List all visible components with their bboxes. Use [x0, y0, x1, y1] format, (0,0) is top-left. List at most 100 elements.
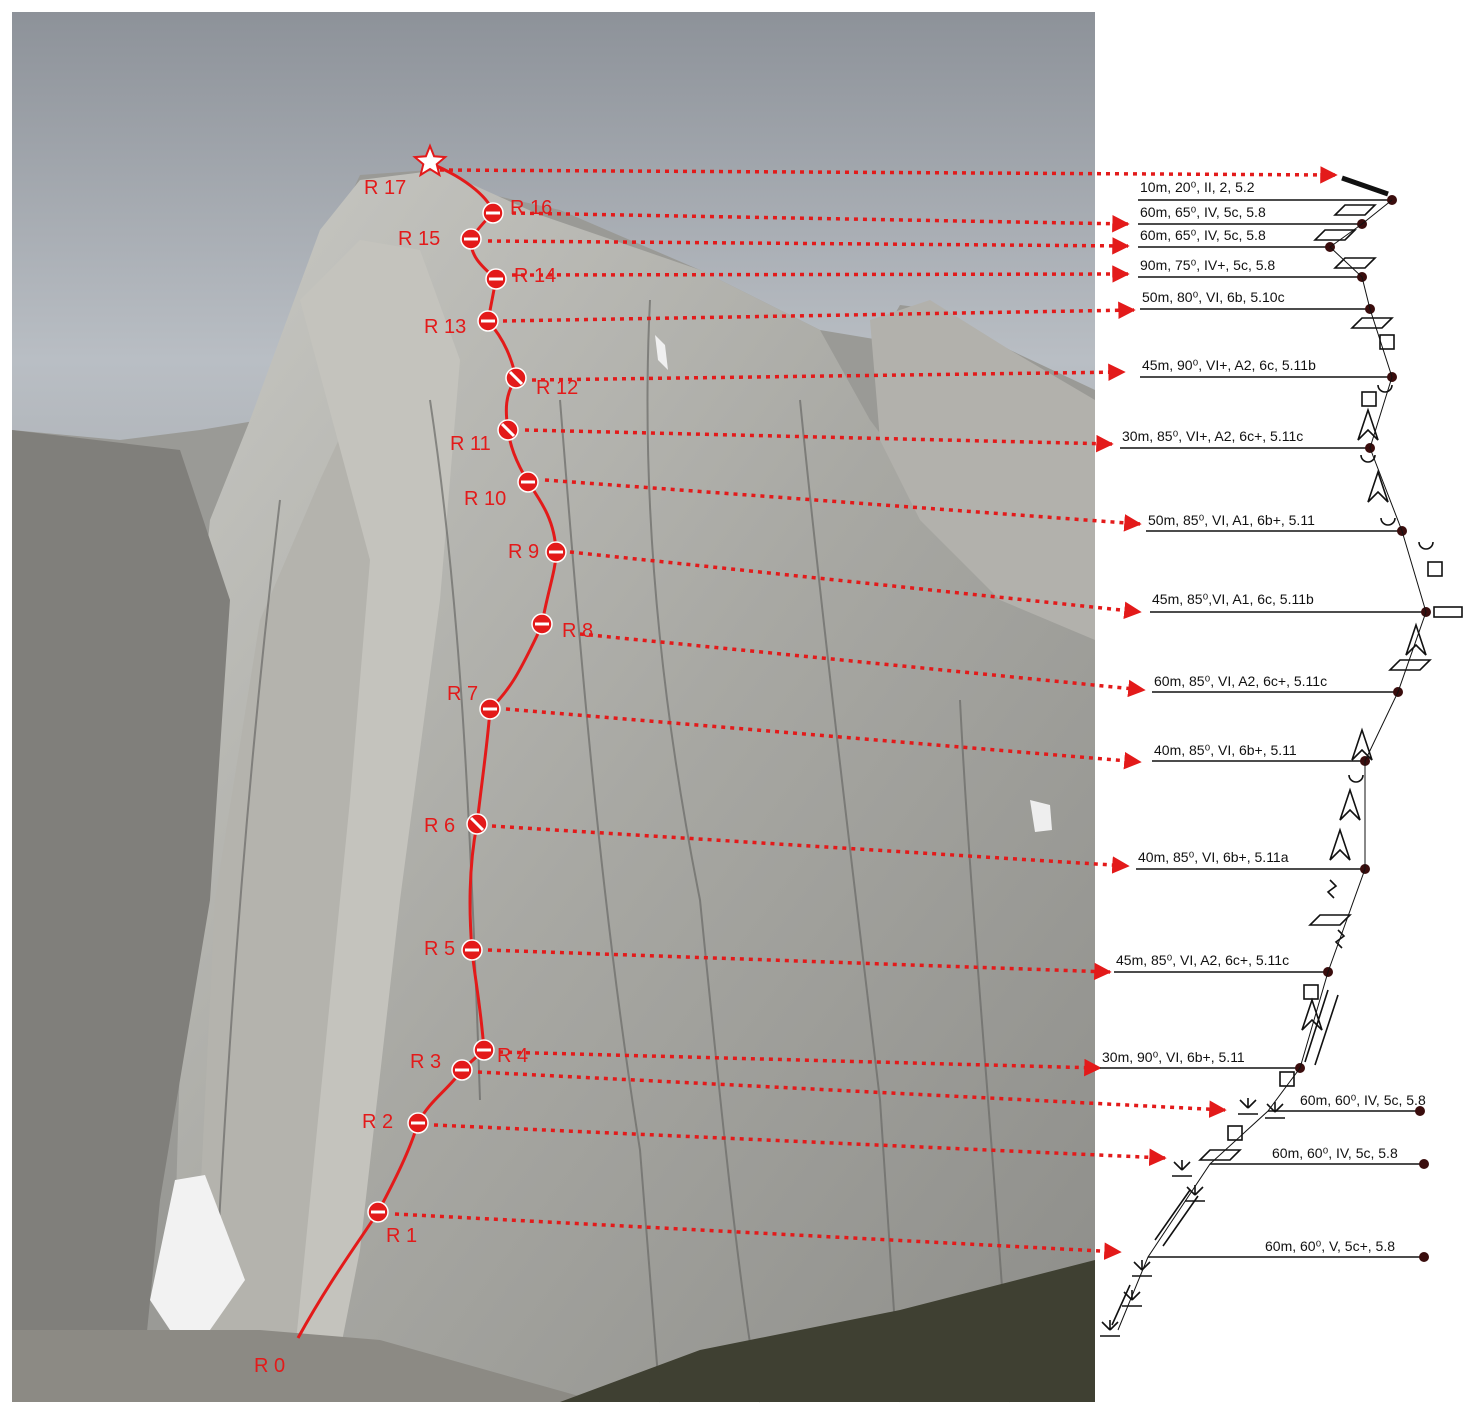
pitch-text: 10m, 20⁰, II, 2, 5.2 — [1140, 179, 1255, 195]
belay-label: R 8 — [562, 620, 593, 642]
piton-icon — [1418, 541, 1434, 550]
pitch-text: 40m, 85⁰, VI, 6b+, 5.11a — [1138, 849, 1289, 865]
bolt-icon — [1326, 879, 1346, 949]
crack-icon — [1329, 827, 1351, 861]
connector-arrow — [511, 211, 1130, 233]
belay-dot — [1415, 1106, 1425, 1116]
belay-label: R 17 — [364, 177, 406, 199]
pitch-row: 45m, 85⁰,VI, A1, 6c, 5.11b — [1150, 591, 1431, 617]
connector-arrow — [498, 1050, 1102, 1077]
slab-icon — [1350, 317, 1394, 329]
belay-label: R 2 — [362, 1111, 393, 1133]
pitch-text: 90m, 75⁰, IV+, 5c, 5.8 — [1140, 257, 1275, 273]
pitch-text: 45m, 85⁰,VI, A1, 6c, 5.11b — [1152, 591, 1314, 607]
connector-arrow — [524, 428, 1114, 453]
belay-label: R 11 — [450, 433, 491, 455]
slab-icon — [1341, 175, 1389, 197]
block-icon — [1379, 334, 1395, 350]
block-icon — [1361, 391, 1377, 407]
piton-icon — [1348, 774, 1364, 783]
belay-label: R 3 — [410, 1051, 441, 1073]
pitch-row: 60m, 60⁰, V, 5c+, 5.8 — [1148, 1238, 1429, 1262]
belay-markers — [367, 202, 567, 1223]
belay-marker — [460, 228, 482, 250]
grass-icon — [1122, 1290, 1142, 1307]
belay-dot — [1419, 1159, 1429, 1169]
pitch-row: 60m, 60⁰, IV, 5c, 5.8 — [1210, 1145, 1429, 1169]
pitch-text: 60m, 60⁰, V, 5c+, 5.8 — [1265, 1238, 1395, 1254]
connector-arrow — [505, 707, 1142, 770]
pitch-text: 45m, 85⁰, VI, A2, 6c+, 5.11c — [1116, 952, 1289, 968]
slab-icon — [1198, 1149, 1242, 1161]
grass-icon — [1172, 1160, 1192, 1177]
crack-icon — [1111, 1284, 1131, 1326]
pitch-text: 40m, 85⁰, VI, 6b+, 5.11 — [1154, 742, 1297, 758]
belay-label: R 5 — [424, 938, 455, 960]
crack-icon — [1405, 622, 1427, 656]
connector-arrow — [477, 1070, 1227, 1118]
pitch-text: 60m, 65⁰, IV, 5c, 5.8 — [1140, 227, 1266, 243]
slab-icon — [1313, 229, 1357, 241]
crack-icon — [1339, 787, 1361, 821]
grass-icon — [1265, 1102, 1285, 1119]
block-icon — [1279, 1071, 1295, 1087]
piton-icon — [1380, 517, 1396, 526]
belay-marker — [407, 1112, 429, 1134]
belay-marker — [482, 202, 504, 224]
belay-marker — [505, 367, 527, 389]
pitch-text: 60m, 65⁰, IV, 5c, 5.8 — [1140, 204, 1266, 220]
belay-label: R 10 — [464, 488, 506, 510]
slab-icon — [1333, 204, 1377, 216]
belay-dot — [1419, 1252, 1429, 1262]
pitch-row: 30m, 85⁰, VI+, A2, 6c+, 5.11c — [1120, 428, 1375, 453]
belay-label: R 7 — [447, 683, 478, 705]
belay-marker — [497, 419, 519, 441]
belay-label: R 12 — [536, 377, 578, 399]
belay-label: R 6 — [424, 815, 455, 837]
crack-icon — [1304, 989, 1339, 1066]
connector-arrow — [502, 301, 1136, 323]
belay-marker — [479, 698, 501, 720]
piton-icon — [1377, 384, 1393, 393]
piton-icon — [1360, 454, 1376, 463]
crack-icon — [1154, 1189, 1199, 1247]
pitch-text: 60m, 60⁰, IV, 5c, 5.8 — [1300, 1092, 1426, 1108]
pitch-row: 50m, 85⁰, VI, A1, 6b+, 5.11 — [1146, 512, 1407, 536]
block-icon — [1227, 1125, 1243, 1141]
belay-label: R 14 — [514, 265, 556, 287]
belay-label: R 15 — [398, 228, 440, 250]
belay-marker — [451, 1059, 473, 1081]
grass-icon — [1185, 1185, 1205, 1202]
pitch-text: 30m, 90⁰, VI, 6b+, 5.11 — [1102, 1049, 1245, 1065]
belay-marker — [477, 310, 499, 332]
belay-label: R 13 — [424, 316, 466, 338]
block-icon — [1427, 561, 1443, 577]
slab-icon — [1308, 914, 1352, 926]
connector-arrow — [491, 824, 1130, 874]
connector-arrow — [487, 237, 1130, 255]
belay-label: R 16 — [510, 197, 552, 219]
pitch-row: 40m, 85⁰, VI, 6b+, 5.11a — [1136, 849, 1370, 874]
mountain-photo — [12, 12, 1095, 1403]
belay-marker — [367, 1201, 389, 1223]
connector-arrow — [569, 550, 1142, 620]
pitch-row: 60m, 85⁰, VI, A2, 6c+, 5.11c — [1152, 673, 1403, 697]
crack-icon — [1357, 407, 1379, 441]
pitch-text: 50m, 85⁰, VI, A1, 6b+, 5.11 — [1148, 512, 1315, 528]
pitch-text: 45m, 90⁰, VI+, A2, 6c, 5.11b — [1142, 357, 1316, 373]
pitch-row: 60m, 60⁰, IV, 5c, 5.8 — [1268, 1092, 1426, 1116]
slab-icon — [1388, 659, 1432, 671]
block-icon — [1303, 984, 1319, 1000]
connector-arrow — [394, 1212, 1122, 1260]
grass-icon — [1238, 1098, 1258, 1115]
roof-icon — [1433, 606, 1463, 618]
topo-panel — [1095, 12, 1465, 1402]
connector-arrows — [394, 166, 1338, 1260]
belay-marker — [466, 813, 488, 835]
pitch-text: 50m, 80⁰, VI, 6b, 5.10c — [1142, 289, 1285, 305]
pitch-row: 45m, 90⁰, VI+, A2, 6c, 5.11b — [1140, 357, 1397, 382]
route-spine — [1117, 199, 1427, 1331]
belay-marker — [531, 613, 553, 635]
pitch-text: 60m, 85⁰, VI, A2, 6c+, 5.11c — [1154, 673, 1327, 689]
